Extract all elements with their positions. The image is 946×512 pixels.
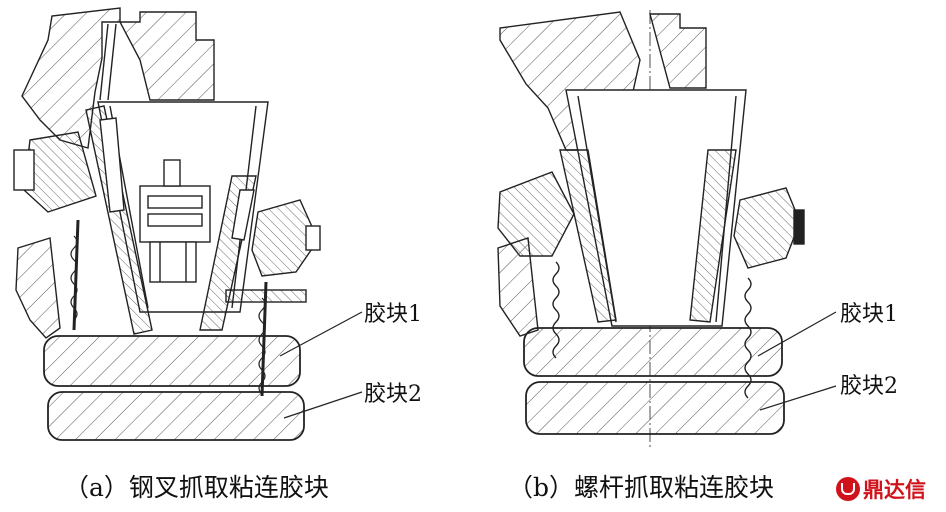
logo-icon [836,477,860,501]
panel-a-block1-label: 胶块1 [364,302,422,327]
watermark-logo: 鼎达信 [836,474,926,504]
panel-b-caption: （b）螺杆抓取粘连胶块 [508,473,775,502]
panel-a-drawing [13,7,363,441]
logo-text: 鼎达信 [863,478,926,502]
panel-a-block2-label: 胶块2 [364,382,422,407]
panel-a-caption: （a）钢叉抓取粘连胶块 [64,473,329,502]
panel-b-block2-label: 胶块2 [840,374,898,399]
panel-b-block1-label: 胶块1 [840,302,898,327]
panel-b-drawing [497,10,837,450]
